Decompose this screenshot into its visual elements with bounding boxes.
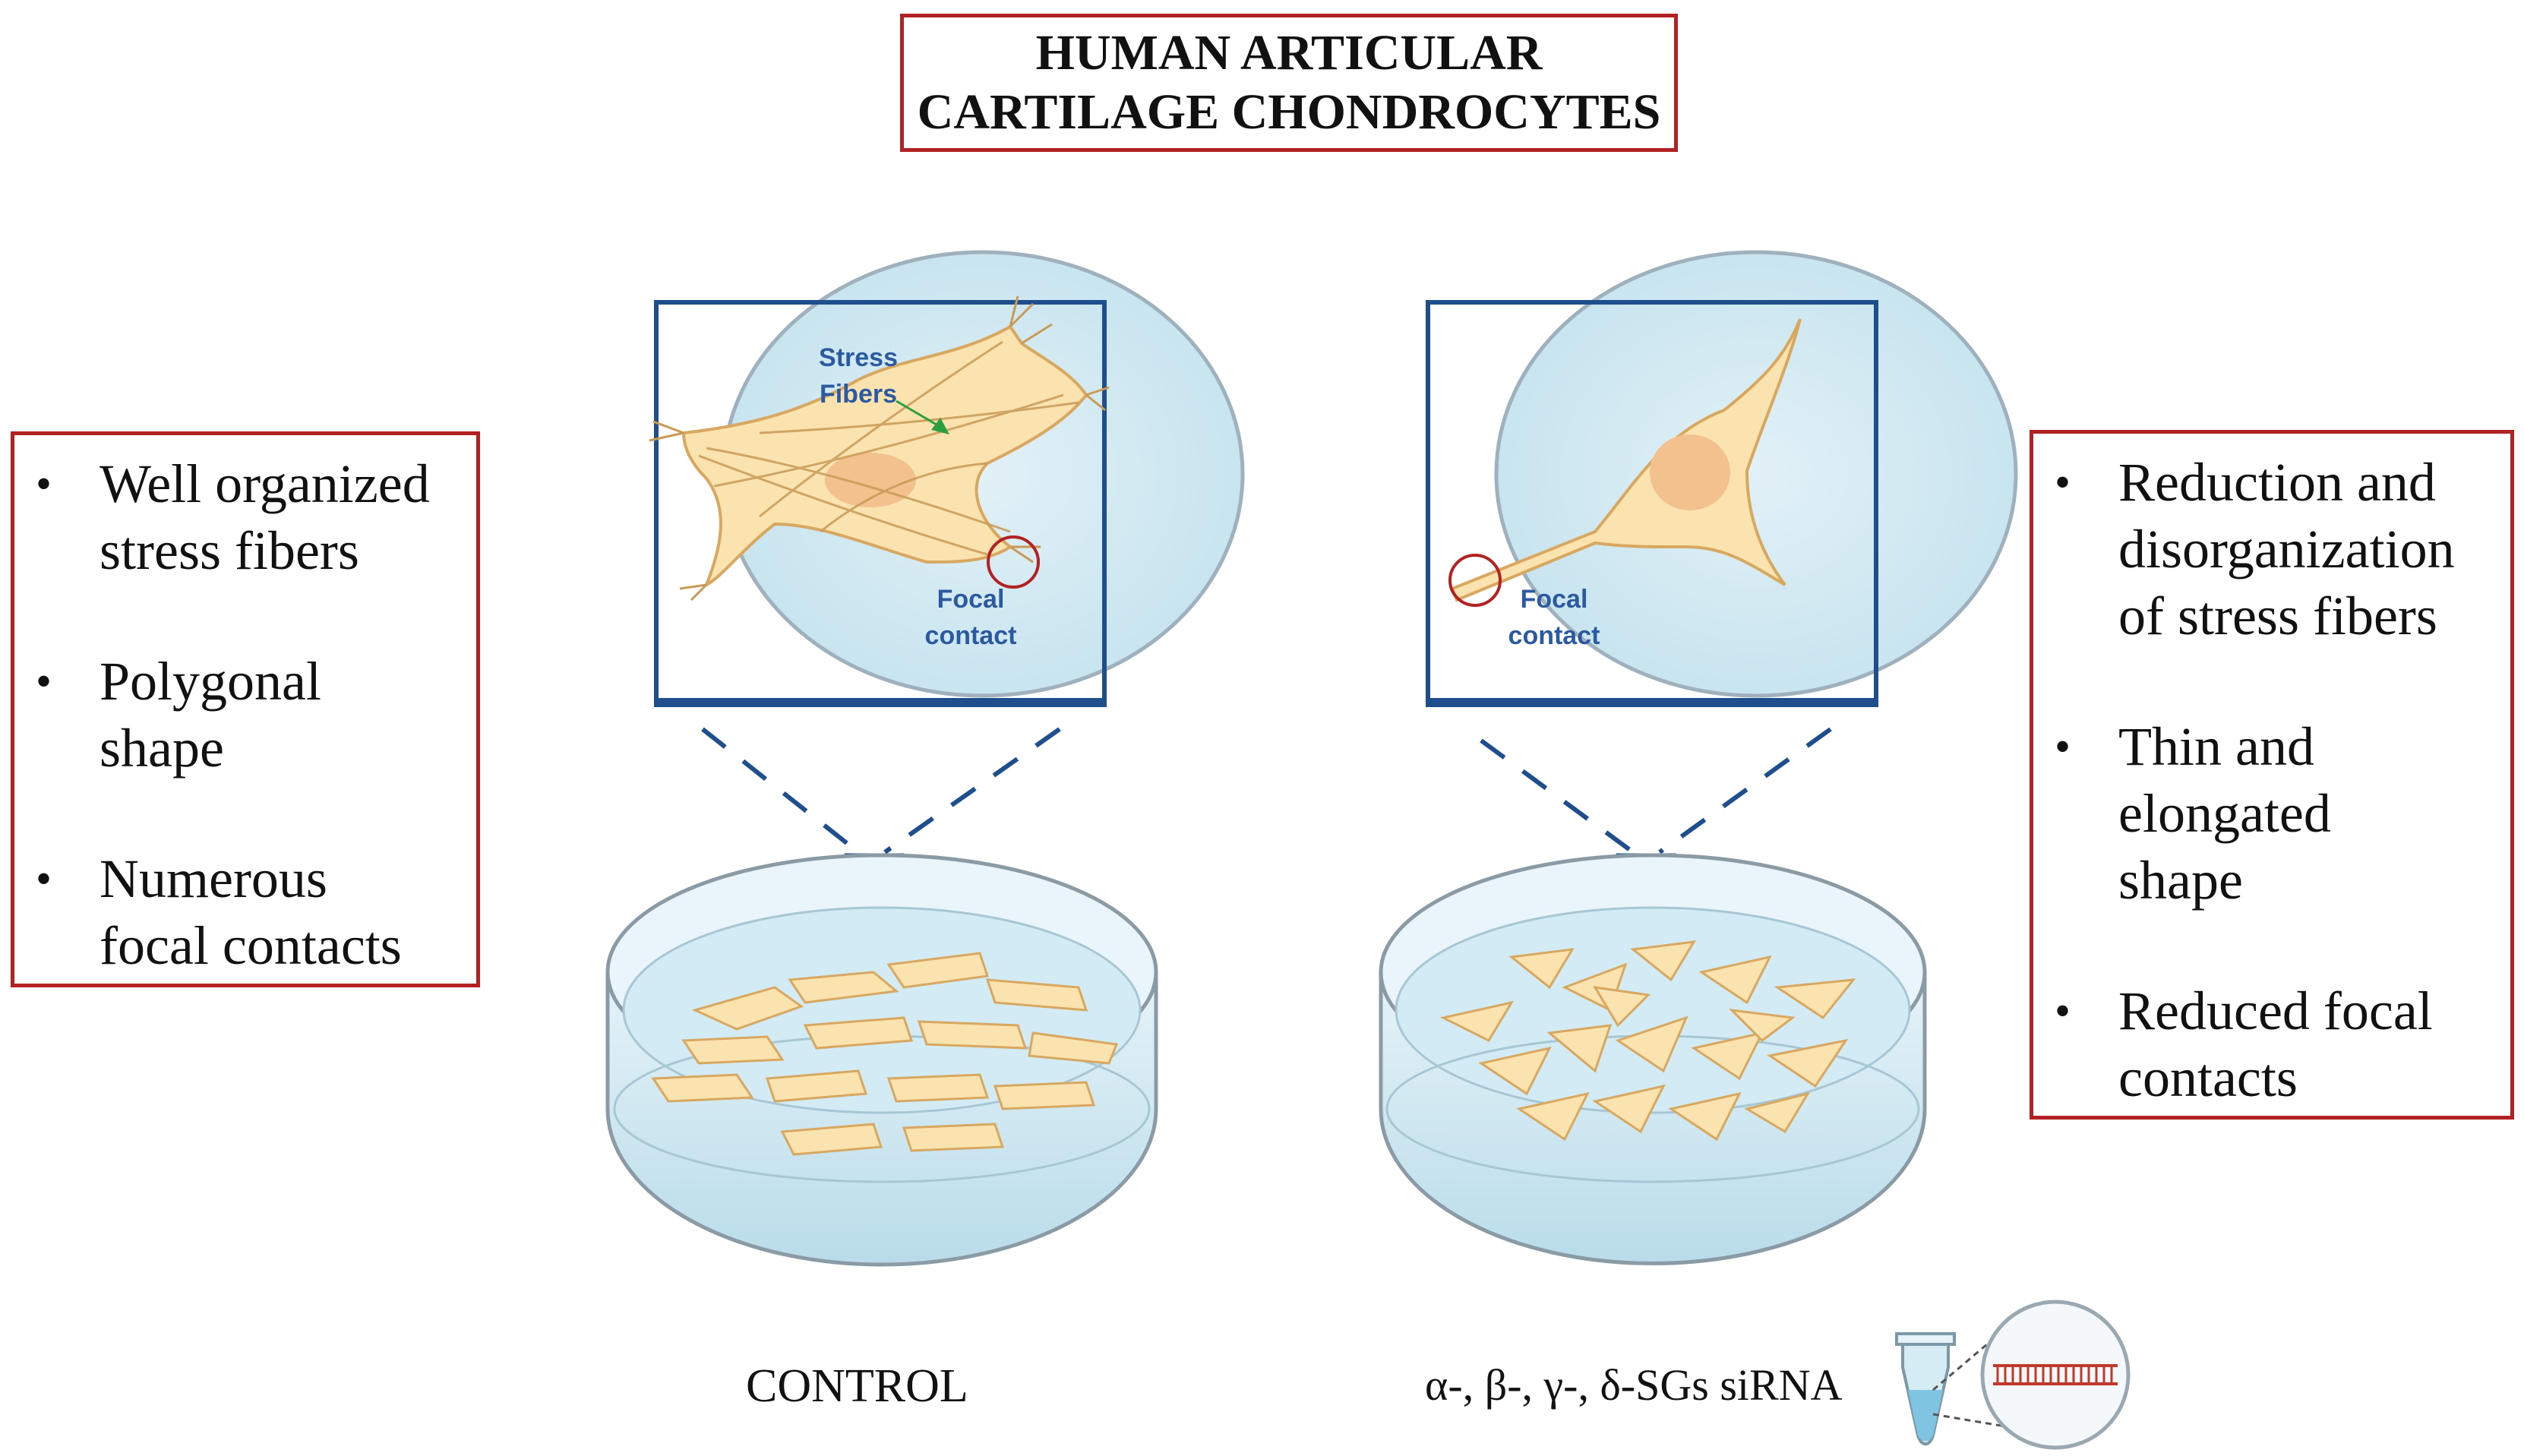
bullet-icon: • bbox=[2055, 722, 2071, 772]
title-line-2: CARTILAGE CHONDROCYTES bbox=[917, 84, 1661, 140]
sirna-features-box: • Reduction and disorganization of stres… bbox=[2030, 430, 2514, 1120]
control-feature-item: • Well organized stress fibers bbox=[14, 450, 476, 584]
sirna-focal-label-1: Focal bbox=[1521, 585, 1588, 614]
sirna-feature-item: • Thin and elongated shape bbox=[2033, 713, 2510, 914]
control-zoom-bracket bbox=[654, 700, 1107, 707]
sirna-feature-text: Reduction and disorganization of stress … bbox=[2118, 452, 2455, 646]
sirna-dash-left bbox=[1480, 738, 1635, 854]
elongated-cell-icon bbox=[1450, 318, 1802, 602]
sirna-features-list: • Reduction and disorganization of stres… bbox=[2033, 449, 2510, 1111]
sirna-feature-item: • Reduced focal contacts bbox=[2033, 978, 2510, 1111]
control-dash-left bbox=[701, 727, 860, 854]
bullet-icon: • bbox=[2055, 986, 2071, 1036]
magnifier-line-top bbox=[1932, 1343, 1988, 1391]
sirna-dash-right bbox=[1658, 727, 1832, 854]
sirna-focal-contact-circle bbox=[1448, 554, 1502, 607]
sirna-cells bbox=[1439, 940, 1856, 1142]
control-cells bbox=[651, 952, 1119, 1156]
control-feature-item: • Polygonal shape bbox=[14, 648, 476, 782]
sirna-feature-text: Reduced focal contacts bbox=[2118, 981, 2433, 1108]
control-focal-label-2: contact bbox=[925, 621, 1017, 650]
control-feature-text: Well organized stress fibers bbox=[100, 453, 430, 581]
control-stress-label-2: Fibers bbox=[820, 380, 897, 409]
sirna-zoom-circle bbox=[1494, 250, 2018, 698]
bullet-icon: • bbox=[2055, 457, 2071, 507]
bullet-icon: • bbox=[36, 854, 52, 904]
control-features-box: • Well organized stress fibers • Polygon… bbox=[11, 431, 480, 987]
stress-fibers-arrowhead bbox=[931, 418, 949, 434]
title-box: HUMAN ARTICULAR CARTILAGE CHONDROCYTES bbox=[900, 14, 1678, 152]
control-feature-text: Polygonal shape bbox=[100, 651, 322, 779]
sirna-focal-label-2: contact bbox=[1508, 621, 1600, 650]
sirna-caption: α-, β-, γ-, δ-SGs siRNA bbox=[1425, 1360, 1843, 1410]
bullet-icon: • bbox=[36, 459, 52, 509]
polygonal-cell-icon bbox=[649, 295, 1110, 602]
control-features-list: • Well organized stress fibers • Polygon… bbox=[14, 450, 476, 979]
microtube-icon bbox=[1895, 1332, 1956, 1446]
control-dash-right bbox=[883, 727, 1061, 854]
control-stress-label-1: Stress bbox=[819, 343, 898, 372]
control-feature-item: • Numerous focal contacts bbox=[14, 845, 476, 979]
stress-fibers-arrow bbox=[896, 400, 941, 428]
control-zoom-view: Stress Fibers Focal contact bbox=[649, 250, 1245, 900]
sirna-petri-dish bbox=[1379, 853, 1927, 1265]
sirna-magnifier-icon bbox=[1980, 1300, 2131, 1450]
title-line-1: HUMAN ARTICULAR bbox=[1035, 25, 1543, 81]
control-focal-label-1: Focal bbox=[937, 585, 1005, 614]
sirna-zoom-frame bbox=[1426, 300, 1878, 703]
control-caption: CONTROL bbox=[746, 1360, 968, 1412]
sirna-nucleus bbox=[1650, 434, 1730, 510]
control-petri-dish bbox=[605, 853, 1158, 1267]
sirna-feature-item: • Reduction and disorganization of stres… bbox=[2033, 449, 2510, 649]
control-zoom-frame bbox=[654, 300, 1107, 703]
bullet-icon: • bbox=[36, 656, 52, 706]
sirna-zoom-view: Focal contact bbox=[1426, 250, 2018, 900]
sirna-duplex-icon bbox=[1993, 1364, 2118, 1385]
control-feature-text: Numerous focal contacts bbox=[100, 848, 402, 976]
sirna-zoom-bracket bbox=[1426, 700, 1878, 707]
sirna-feature-text: Thin and elongated shape bbox=[2118, 716, 2331, 911]
magnifier-line-bottom bbox=[1932, 1413, 2006, 1428]
control-focal-contact-circle bbox=[987, 535, 1040, 589]
